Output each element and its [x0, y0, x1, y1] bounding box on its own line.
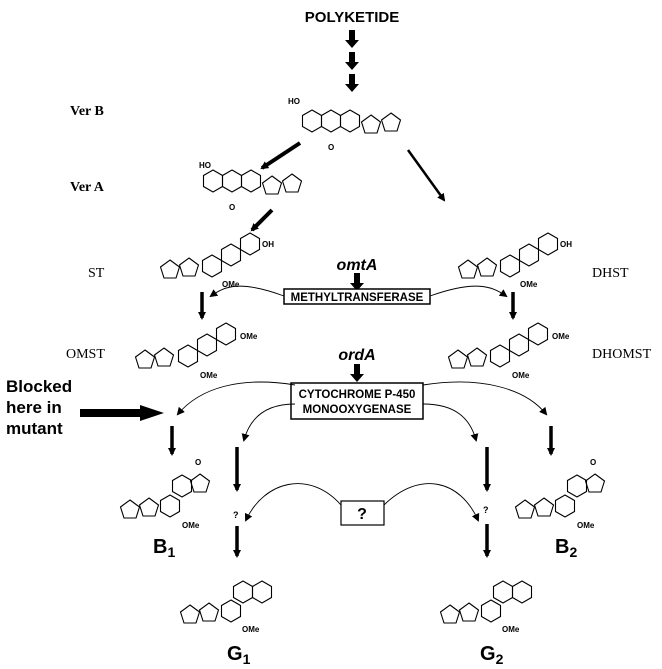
dhst-oh: OH — [560, 240, 572, 249]
structure-st: OH OMe — [159, 232, 274, 289]
structure-dhomst: OMe OMe — [447, 322, 570, 380]
unknown-mark-g2: ? — [483, 505, 489, 515]
unknown-mark-g1: ? — [233, 510, 239, 520]
structure-dhst: OH OMe — [457, 232, 572, 289]
arrow-verb-to-dhst — [406, 149, 446, 202]
gene-orda: ordA — [338, 347, 375, 364]
label-ver-b: Ver B — [70, 104, 104, 119]
product-b2: B2 — [555, 536, 577, 560]
omst-ome-2: OMe — [200, 371, 218, 380]
g1-ome: OMe — [242, 625, 260, 634]
down-arrow-3 — [345, 74, 359, 92]
st-ome: OMe — [222, 280, 240, 289]
curve-unknown-to-g1 — [244, 483, 342, 522]
omst-ome-1: OMe — [240, 332, 258, 341]
unknown-enzyme-label: ? — [357, 506, 367, 523]
structure-ver-b: HO O — [288, 97, 402, 152]
unknown-enzyme-box — [340, 500, 385, 526]
g2-ome: OMe — [502, 625, 520, 634]
ver-a-ho: HO — [199, 161, 211, 170]
product-g2: G2 — [480, 643, 504, 667]
ver-a-o: O — [229, 203, 235, 212]
methyltransferase-label: METHYLTRANSFERASE — [291, 292, 424, 304]
label-dhomst: DHOMST — [592, 347, 652, 362]
p450-box — [290, 382, 424, 420]
product-b1: B1 — [153, 536, 175, 560]
title-polyketide: POLYKETIDE — [305, 9, 399, 26]
curve-p450-to-g1 — [241, 403, 296, 442]
curve-p450-to-g2 — [422, 403, 479, 442]
ver-b-ho: HO — [288, 97, 300, 106]
structure-ver-a: HO O — [199, 161, 303, 212]
structure-omst: OMe OMe — [134, 322, 258, 380]
dhomst-ome-2: OMe — [512, 371, 530, 380]
blocked-arrow — [80, 405, 164, 421]
blocked-line-1: Blocked — [6, 377, 72, 396]
ver-b-o: O — [328, 143, 334, 152]
down-arrow-2 — [345, 52, 359, 70]
methyltransferase-box — [283, 288, 431, 305]
product-g1: G1 — [227, 643, 251, 667]
label-dhst: DHST — [592, 266, 629, 281]
p450-label-line2: MONOOXYGENASE — [303, 404, 412, 416]
arrow-vera-to-st — [250, 208, 274, 232]
curve-mt-to-dhomst — [429, 285, 508, 298]
curve-p450-to-b2 — [422, 381, 548, 416]
structure-b2: OMe O — [514, 458, 606, 530]
arrow-verb-to-vera — [260, 141, 302, 170]
curve-unknown-to-g2 — [383, 483, 480, 522]
structure-g1: OMe — [179, 580, 273, 634]
structure-b1: OMe O — [119, 458, 211, 530]
structure-g2: OMe — [439, 580, 533, 634]
b2-ome: OMe — [577, 521, 595, 530]
label-ver-a: Ver A — [70, 180, 105, 195]
down-arrow-1 — [345, 30, 359, 48]
label-omst: OMST — [66, 347, 105, 362]
polyketide-arrows — [345, 30, 359, 92]
b1-ome: OMe — [182, 521, 200, 530]
curve-mt-to-omst — [209, 285, 285, 298]
b2-o: O — [590, 458, 596, 467]
blocked-line-3: mutant — [6, 419, 63, 438]
blocked-line-2: here in — [6, 398, 62, 417]
label-st: ST — [88, 266, 105, 281]
gene-omta: omtA — [337, 257, 378, 274]
dhst-ome: OMe — [520, 280, 538, 289]
curve-p450-to-b1 — [176, 381, 296, 416]
b1-o: O — [195, 458, 201, 467]
st-oh: OH — [262, 240, 274, 249]
p450-label-line1: CYTOCHROME P-450 — [299, 389, 416, 401]
dhomst-ome-1: OMe — [552, 332, 570, 341]
orda-down-arrow — [350, 364, 364, 382]
